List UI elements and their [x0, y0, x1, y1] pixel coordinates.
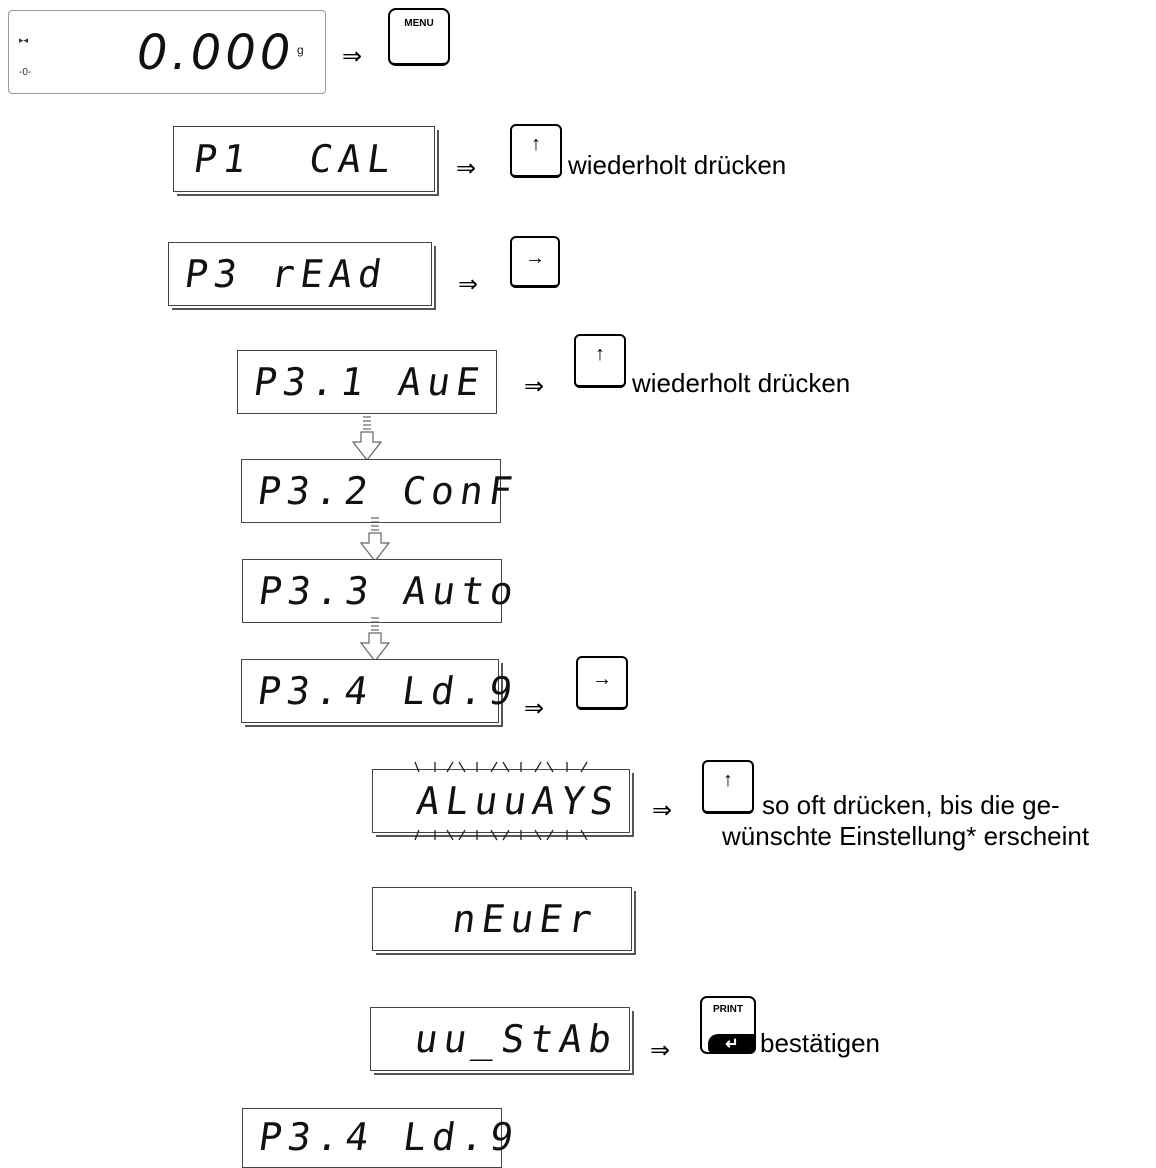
display-p3-read: P3 rEAd: [168, 242, 432, 306]
implies-arrow: ⇒: [342, 42, 363, 70]
display-text: P3.3 Auto: [255, 569, 522, 613]
up-key[interactable]: ↑: [702, 760, 754, 814]
right-arrow-icon: →: [592, 667, 612, 690]
down-arrow-icon: [359, 617, 391, 662]
right-key[interactable]: →: [576, 656, 628, 710]
print-key-label: PRINT: [713, 1004, 743, 1015]
right-key[interactable]: →: [510, 236, 560, 288]
display-text: uu_StAb: [411, 1017, 621, 1061]
blink-marks-top: [414, 761, 588, 773]
menu-key-label: MENU: [404, 18, 434, 29]
display-text: nEuEr: [449, 897, 601, 941]
right-arrow-icon: →: [525, 246, 545, 269]
display-p3-3-auto: P3.3 Auto: [242, 559, 522, 623]
display-always-blinking: ALuuAYS: [372, 761, 630, 841]
implies-arrow: ⇒: [458, 270, 479, 298]
down-arrow-icon: [359, 517, 391, 562]
display-text: ALuuAYS: [413, 779, 623, 823]
action-label: wiederholt drücken: [568, 150, 787, 180]
start-display: ▸◂ -0- 0.000 g: [8, 10, 326, 94]
display-p3-4-ldig: P3.4 Ld.9: [241, 659, 521, 723]
display-p3-4-ldig-final: P3.4 Ld.9: [242, 1108, 522, 1168]
display-text: P3.4 Ld.9: [254, 669, 521, 713]
display-text: P3.1 AuE: [250, 360, 489, 404]
down-arrow-icon: [351, 416, 383, 461]
enter-icon: ↵: [708, 1034, 756, 1054]
display-text: P1 CAL: [190, 137, 400, 181]
zero-indicator: -0-: [19, 67, 32, 78]
up-arrow-icon: ↑: [723, 768, 733, 791]
up-key[interactable]: ↑: [574, 334, 626, 388]
implies-arrow: ⇒: [524, 694, 545, 722]
print-key[interactable]: PRINT ↵: [700, 996, 756, 1054]
action-label: bestätigen: [760, 1028, 880, 1058]
display-p3-1-aue: P3.1 AuE: [237, 350, 497, 414]
implies-arrow: ⇒: [456, 154, 477, 182]
up-key[interactable]: ↑: [510, 124, 562, 178]
display-p1-cal: P1 CAL: [173, 126, 435, 192]
display-text: P3.2 ConF: [254, 469, 521, 513]
display-text: P3.4 Ld.9: [255, 1115, 522, 1159]
action-label-line1: so oft drücken, bis die ge-: [762, 790, 1060, 820]
display-never: nEuEr: [372, 887, 632, 951]
action-label-line2: wünschte Einstellung* erscheint: [722, 821, 1090, 851]
weight-value: 0.000: [137, 25, 295, 81]
up-arrow-icon: ↑: [595, 342, 605, 365]
stable-indicator: ▸◂: [19, 35, 29, 45]
implies-arrow: ⇒: [524, 372, 545, 400]
implies-arrow: ⇒: [650, 1036, 671, 1064]
display-text: P3 rEAd: [181, 252, 391, 296]
menu-key[interactable]: MENU: [388, 8, 450, 66]
up-arrow-icon: ↑: [531, 132, 541, 155]
display-w-stab: uu_StAb: [370, 1007, 630, 1071]
blink-marks-bottom: [414, 829, 588, 841]
unit-label: g: [297, 43, 304, 57]
display-p3-2-conf: P3.2 ConF: [241, 459, 521, 523]
implies-arrow: ⇒: [652, 796, 673, 824]
action-label: wiederholt drücken: [632, 368, 851, 398]
